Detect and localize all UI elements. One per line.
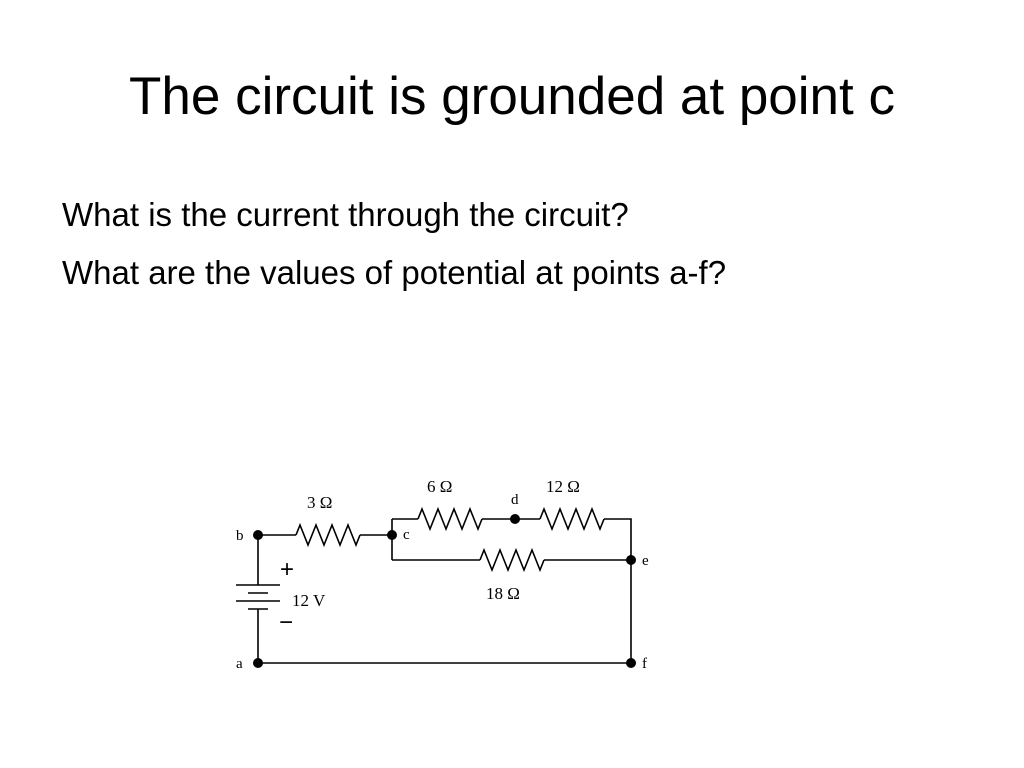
point-label-c: c [403, 527, 410, 543]
node-b [253, 530, 263, 540]
battery-12v [236, 584, 280, 610]
resistor-3-ohm-label: 3 Ω [307, 493, 332, 512]
point-label-a: a [236, 656, 243, 672]
battery-minus-sign: − [279, 609, 293, 636]
battery-label: 12 V [292, 591, 326, 610]
resistor-3-ohm [295, 522, 361, 548]
point-label-b: b [236, 528, 244, 544]
slide-title: The circuit is grounded at point c [129, 67, 895, 126]
node-d [510, 514, 520, 524]
resistor-6-ohm-label: 6 Ω [427, 477, 452, 496]
question-current: What is the current through the circuit? [62, 196, 629, 233]
resistor-6-ohm [417, 506, 483, 532]
node-e [626, 555, 636, 565]
point-label-d: d [511, 492, 519, 508]
resistor-18-ohm [479, 547, 545, 573]
node-c [387, 530, 397, 540]
resistor-12-ohm-label: 12 Ω [546, 477, 580, 496]
resistor-18-ohm-label: 18 Ω [486, 584, 520, 603]
circuit-diagram: + − 12 V 3 Ω 6 Ω 12 Ω 18 Ω b c d e f a [236, 477, 649, 672]
question-list: What is the current through the circuit?… [62, 186, 726, 302]
node-a [253, 658, 263, 668]
point-label-f: f [642, 656, 647, 672]
resistor-12-ohm [539, 506, 605, 532]
question-potential: What are the values of potential at poin… [62, 254, 727, 291]
node-f [626, 658, 636, 668]
point-label-e: e [642, 553, 649, 569]
battery-plus-sign: + [280, 556, 294, 583]
